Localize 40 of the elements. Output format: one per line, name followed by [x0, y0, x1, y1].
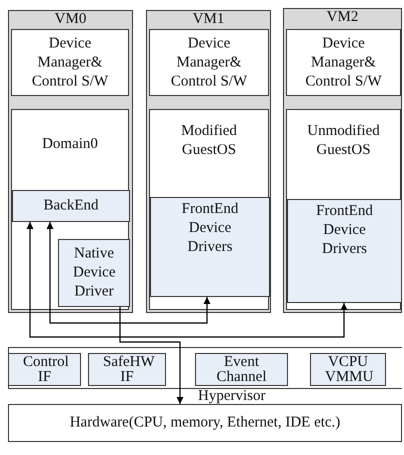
box-label: Control IF: [22, 354, 70, 384]
component-box: [8, 404, 402, 442]
module-box: [58, 239, 130, 307]
box-label: Device Manager& Control S/W: [30, 34, 110, 91]
module-box: [88, 353, 166, 386]
component-box: [149, 29, 269, 96]
module-box: [195, 353, 288, 386]
arrow: [119, 307, 184, 404]
panel-title: VM1: [192, 11, 226, 27]
component-box: [11, 29, 129, 96]
module-box: [287, 199, 402, 303]
module-box: [8, 353, 81, 386]
module-box: [310, 353, 386, 386]
arrow: [46, 222, 210, 324]
box-label: Domain0: [41, 135, 99, 154]
component-box: [286, 109, 401, 310]
box-label: Modified GuestOS: [180, 122, 238, 160]
box-label: Unmodified GuestOS: [306, 122, 381, 160]
panel-title: VM2: [326, 9, 360, 25]
box-label: Device Manager& Control S/W: [304, 34, 383, 91]
arrow: [26, 222, 348, 338]
component-box: [149, 109, 269, 310]
box-label: Hardware(CPU, memory, Ethernet, IDE etc.): [68, 414, 342, 432]
component-box: [286, 29, 401, 96]
panel-title: VM0: [54, 11, 88, 27]
module-box: [150, 197, 270, 297]
layer-label: Hypervisor: [198, 388, 266, 404]
box-label: Native Device Driver: [72, 244, 116, 302]
module-box: [12, 190, 130, 222]
box-label: Event Channel: [216, 354, 268, 384]
component-box: [11, 109, 129, 310]
box-label: FrontEnd Device Drivers: [180, 200, 240, 257]
vm-panel: [146, 10, 271, 313]
vm-panel: [283, 8, 402, 313]
box-label: FrontEnd Device Drivers: [315, 202, 374, 259]
vm-panel: [8, 10, 133, 313]
box-label: Device Manager& Control S/W: [170, 34, 248, 91]
box-label: SafeHW IF: [102, 354, 156, 384]
box-label: VCPU VMMU: [324, 354, 374, 384]
box-label: BackEnd: [42, 196, 100, 216]
